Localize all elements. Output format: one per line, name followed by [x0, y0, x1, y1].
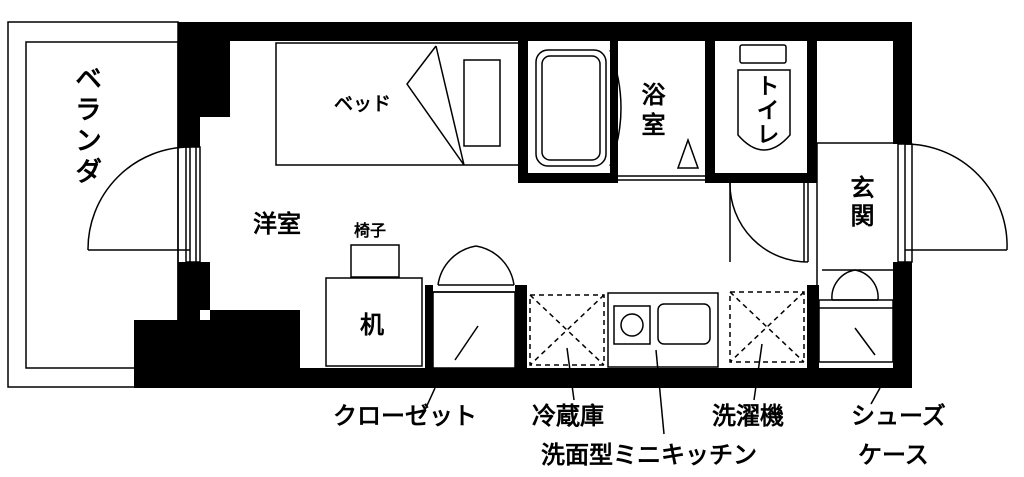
shoe-case-label-line2: ケース: [858, 441, 929, 469]
fridge: [529, 294, 605, 366]
balcony-door: [87, 146, 201, 263]
kitchen-label: 洗面型ミニキッチン: [541, 441, 757, 469]
western-room-label: 洋室: [253, 210, 301, 238]
balcony: [7, 21, 179, 388]
toilet-door: [729, 182, 809, 263]
veranda-label: ベランダ: [70, 64, 101, 188]
bed-label: ベッド: [334, 93, 391, 115]
closet-label: クローゼット: [333, 402, 477, 430]
bath-label: 浴室: [637, 82, 665, 142]
entrance-door: [897, 143, 1008, 263]
mini-kitchen: [607, 292, 719, 368]
entrance-label: 玄関: [846, 175, 874, 231]
closet: [432, 245, 516, 369]
fridge-label: 冷蔵庫: [532, 402, 604, 430]
bed: [275, 42, 520, 166]
chair-label: 椅子: [354, 221, 386, 240]
shoe-case-label-line1: シューズ: [851, 402, 946, 430]
leader-lines: [423, 343, 881, 435]
toilet-fixture: [737, 44, 791, 151]
bathroom: [535, 49, 705, 181]
desk: [325, 277, 423, 367]
chair: [350, 244, 400, 278]
entrance-area: [816, 142, 894, 363]
desk-label: 机: [360, 311, 384, 339]
walls: [134, 22, 912, 388]
toilet-label: トイレ: [752, 74, 778, 146]
washer-label: 洗濯機: [712, 402, 784, 430]
washing-machine: [729, 291, 805, 363]
